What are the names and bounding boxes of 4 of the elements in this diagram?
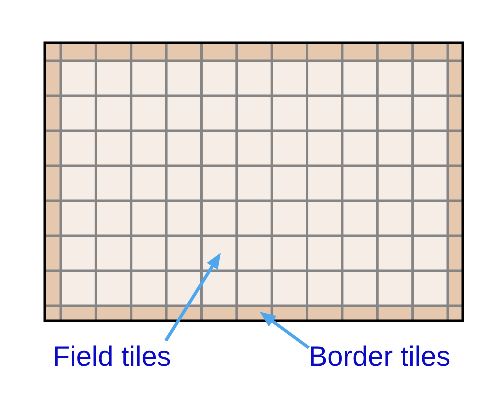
callout-label: Field tiles xyxy=(53,341,172,373)
callout-label: Border tiles xyxy=(309,341,451,373)
leader-arrow xyxy=(164,253,221,342)
leader-arrow xyxy=(260,312,310,350)
